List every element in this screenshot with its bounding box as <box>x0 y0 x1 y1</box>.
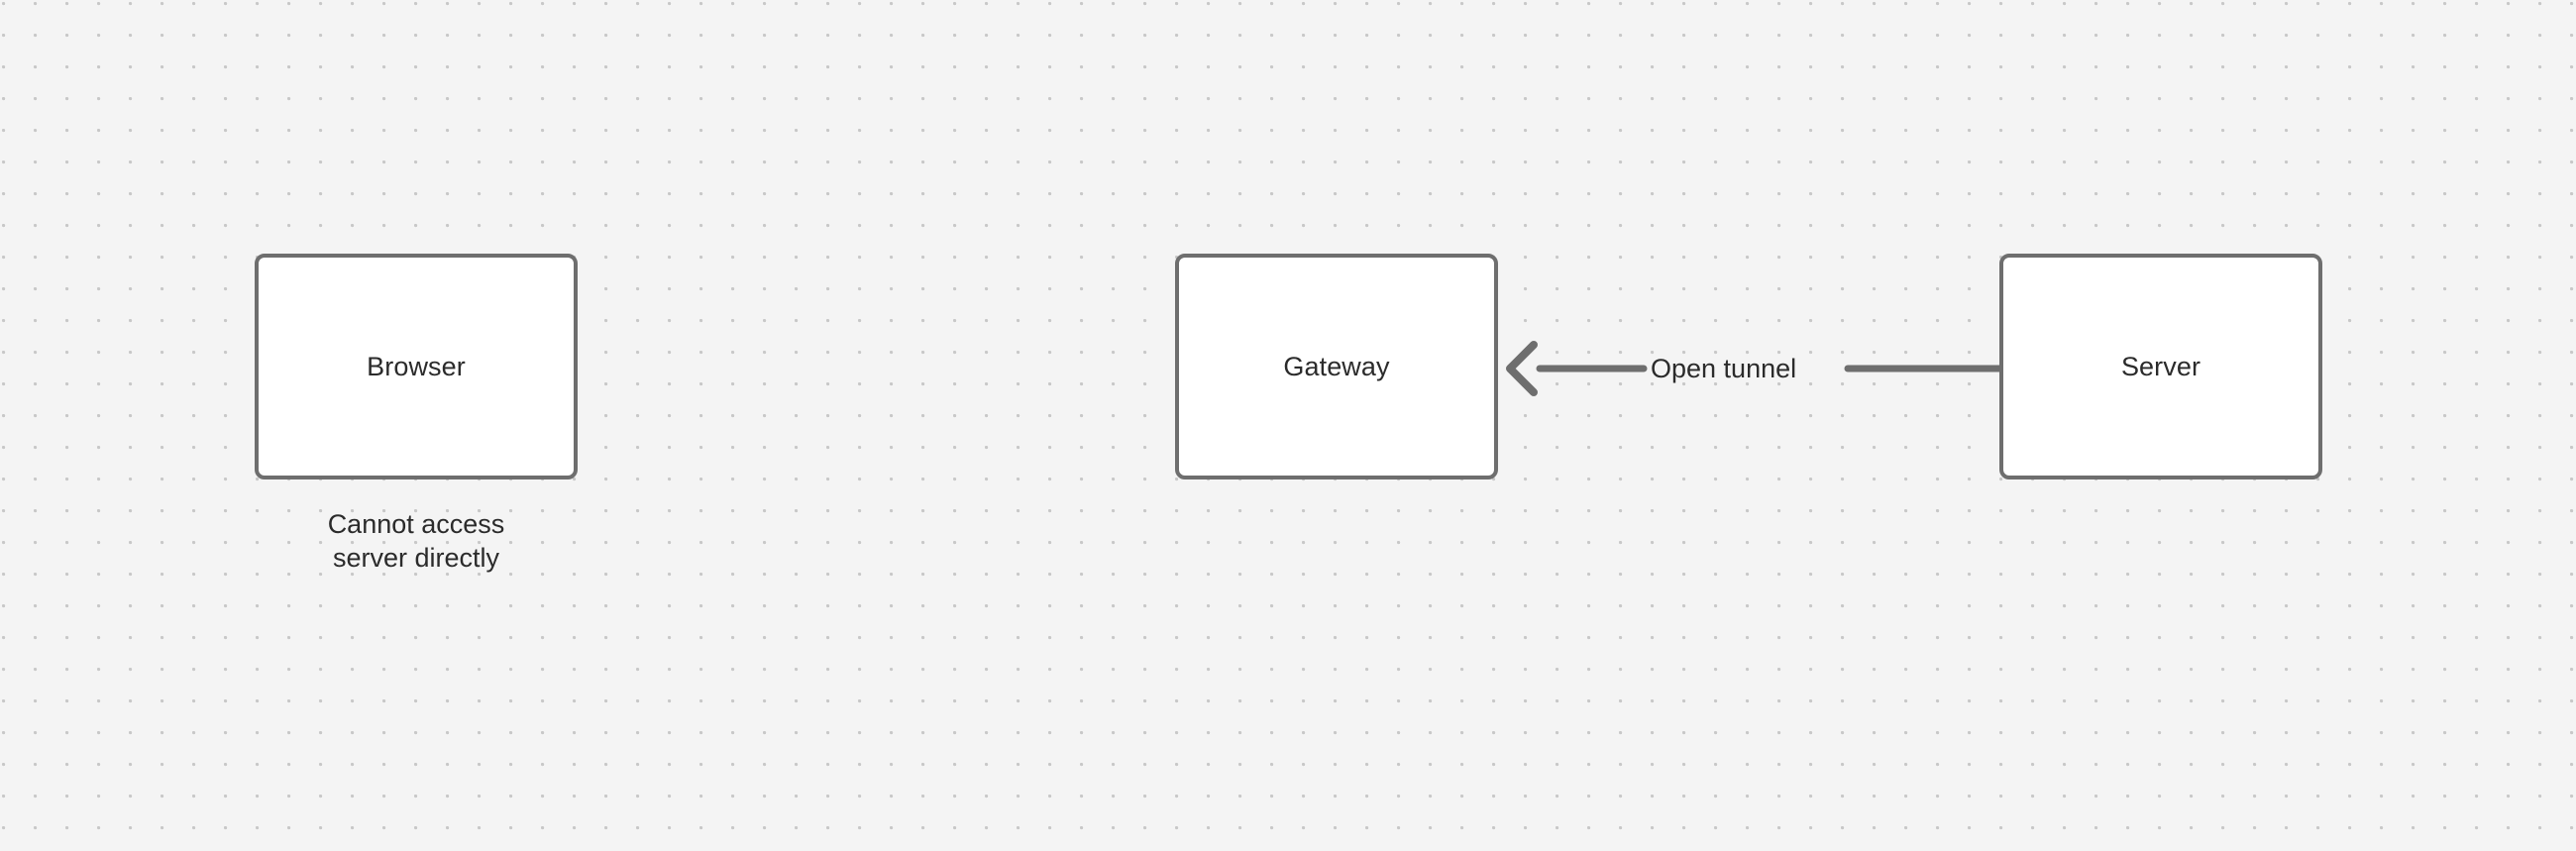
node-server[interactable]: Server <box>1999 254 2322 479</box>
node-server-label: Server <box>2120 351 2201 381</box>
browser-caption-line-2: server directly <box>332 543 500 573</box>
node-gateway[interactable]: Gateway <box>1175 254 1498 479</box>
node-gateway-label: Gateway <box>1283 351 1390 381</box>
arrowhead-left-icon <box>1506 341 1538 396</box>
browser-caption-line-1: Cannot access <box>327 509 505 539</box>
node-browser-label: Browser <box>367 351 466 381</box>
edge-label-open-tunnel: Open tunnel <box>1651 354 1797 383</box>
browser-caption: Cannot access server directly <box>235 507 597 575</box>
node-browser[interactable]: Browser <box>255 254 578 479</box>
